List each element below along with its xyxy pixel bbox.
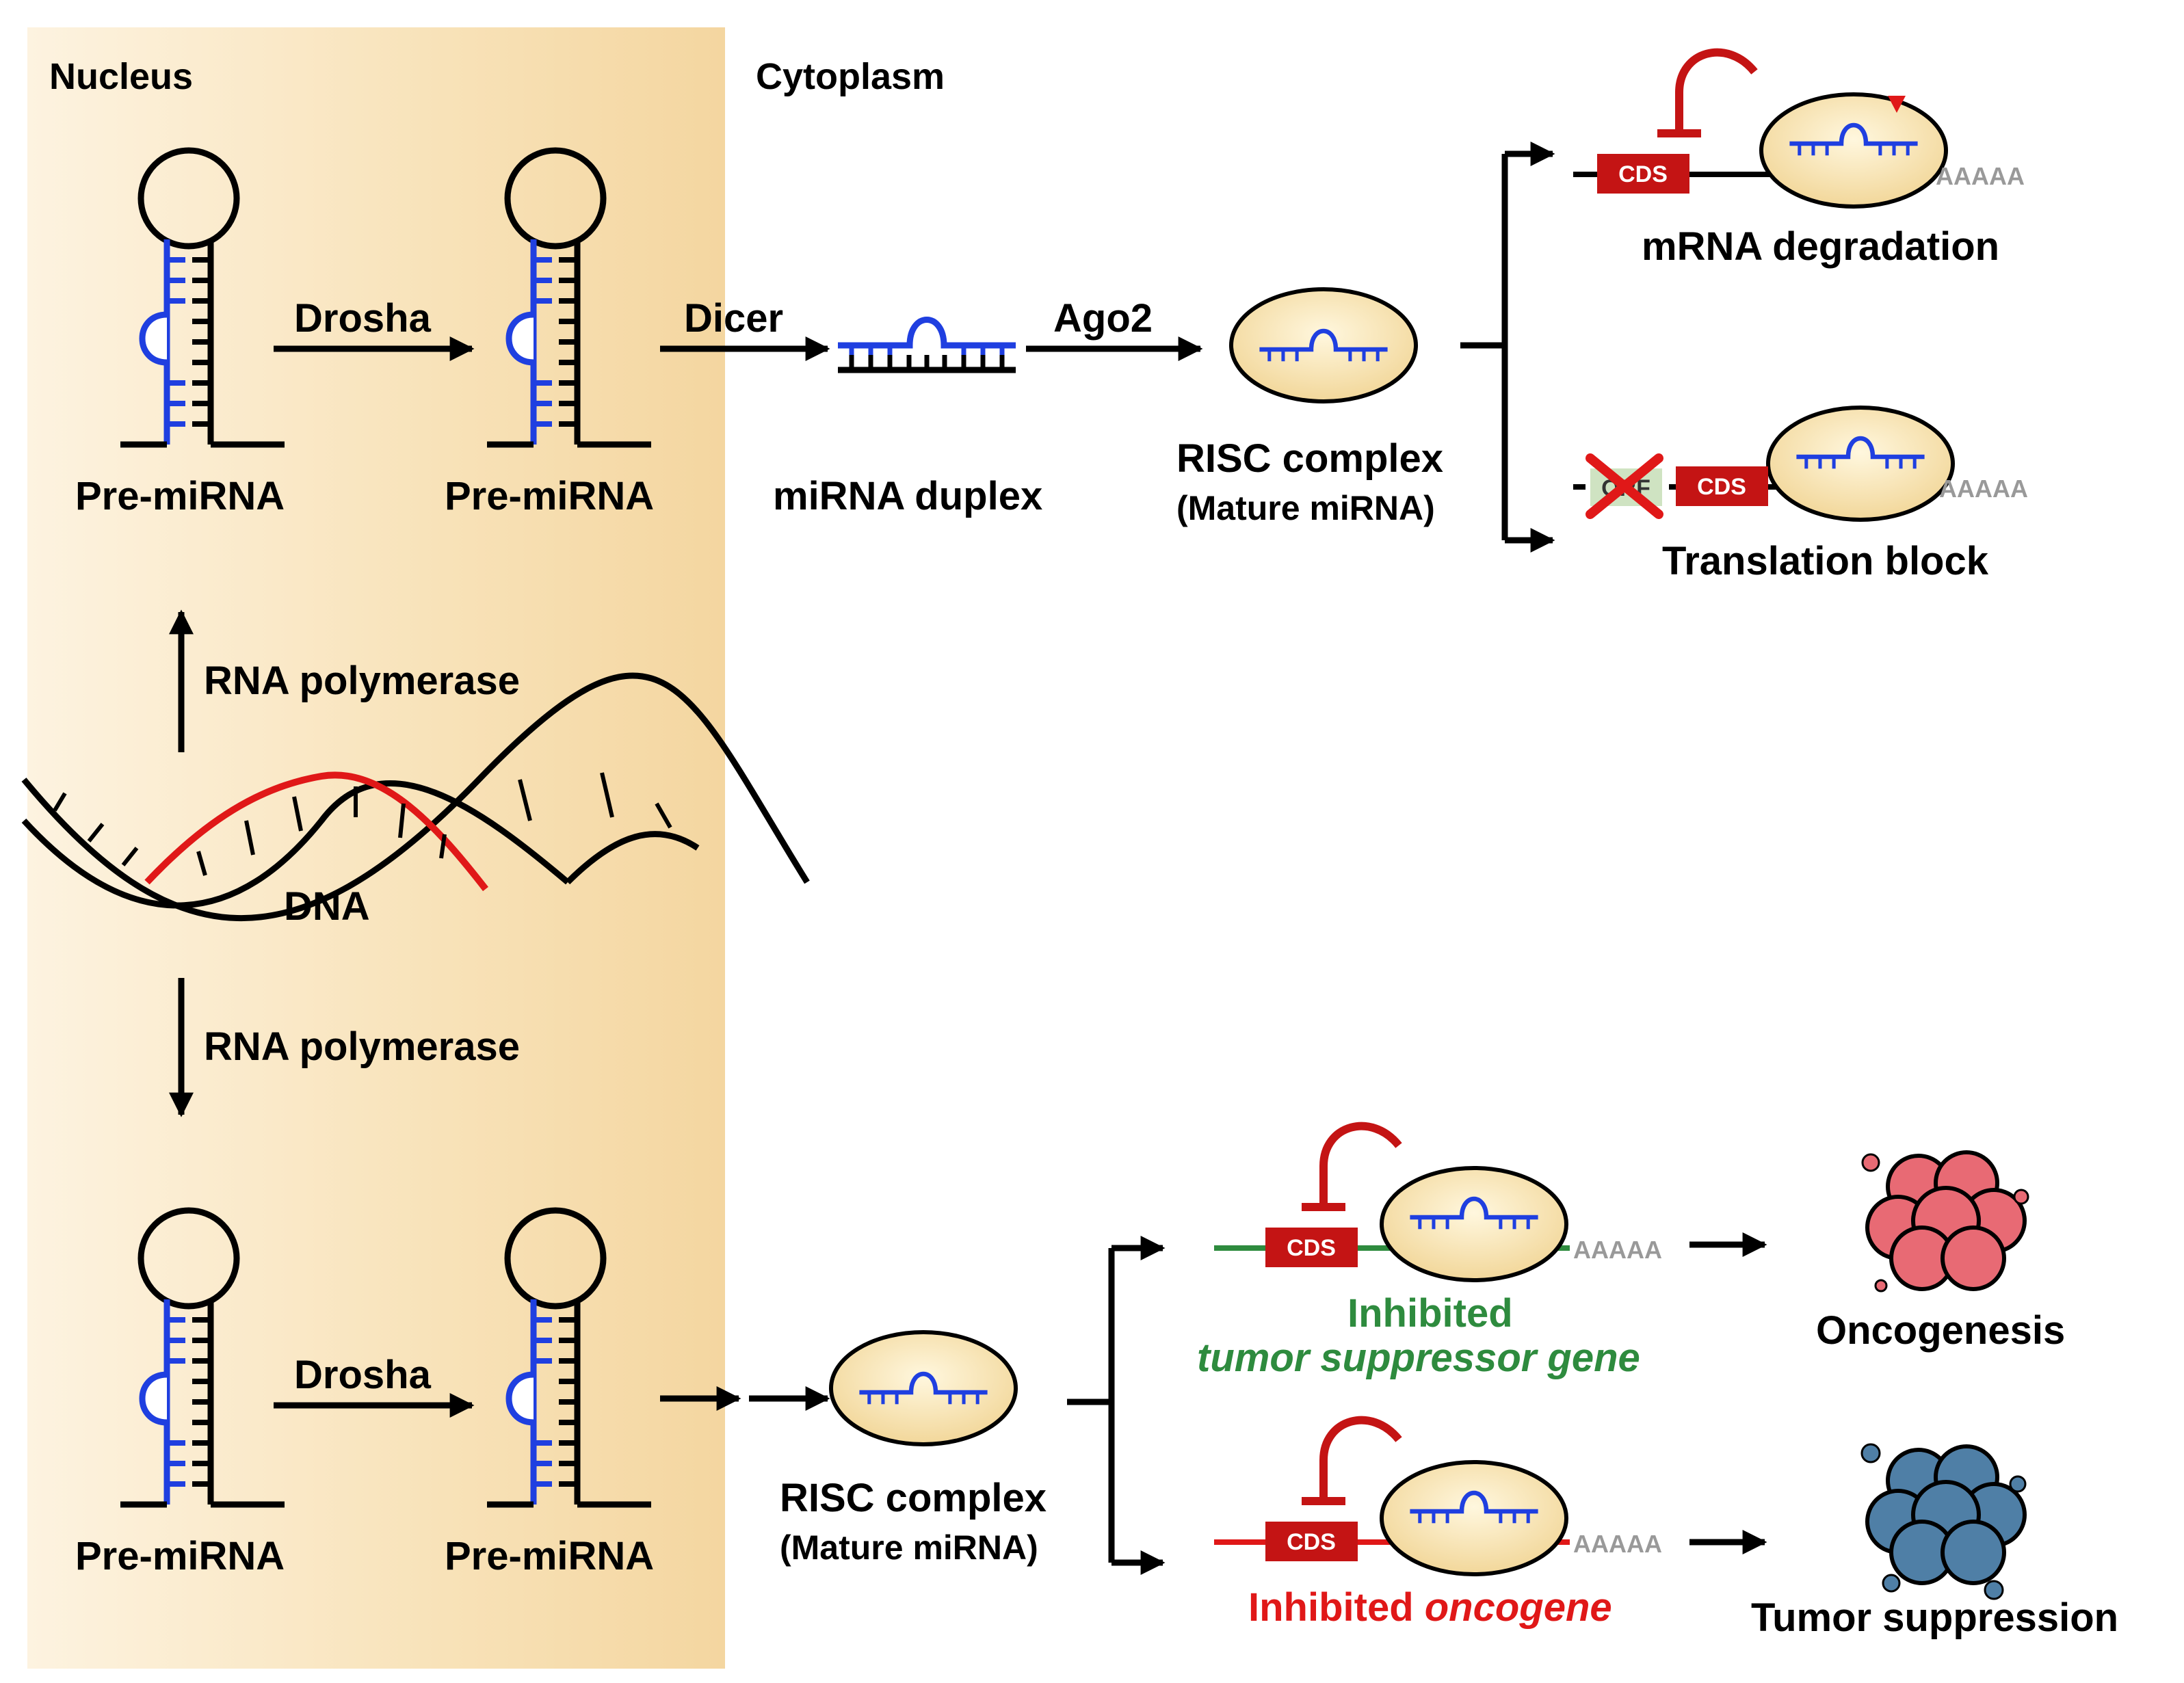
degradation-risc	[1761, 94, 1946, 207]
nucleus-label: Nucleus	[49, 56, 193, 97]
top-pre-mirna-1-label: Pre-miRNA	[75, 474, 285, 518]
tumor-suppression-cells-icon	[1867, 1446, 2025, 1583]
tsg-inhibit-icon	[1302, 1126, 1399, 1207]
bottom-pre-mirna-1-label: Pre-miRNA	[75, 1534, 285, 1578]
block-polya: AAAAA	[1939, 475, 2028, 503]
result-oncogenesis-label: Oncogenesis	[1816, 1308, 2065, 1353]
degradation-cds-label: CDS	[1618, 161, 1668, 187]
top-pre-mirna-2-label: Pre-miRNA	[445, 474, 654, 518]
cleavage-marker	[1888, 96, 1906, 113]
onc-label: Inhibited oncogene	[1248, 1585, 1612, 1630]
block-risc	[1768, 408, 1953, 520]
dna-helix	[21, 672, 810, 922]
dna-label: DNA	[284, 884, 370, 929]
degradation-inhibit-icon	[1657, 53, 1754, 133]
oncogenesis-cells-icon	[1867, 1152, 2025, 1289]
degradation-cds-box	[1597, 154, 1689, 194]
dicer-label: Dicer	[684, 296, 783, 341]
tsg-cds-label: CDS	[1287, 1235, 1336, 1261]
onc-label-italic: oncogene	[1425, 1585, 1612, 1630]
tsg-cds-box	[1265, 1228, 1358, 1267]
mirna-duplex-label: miRNA duplex	[773, 474, 1042, 518]
ago2-label: Ago2	[1053, 296, 1153, 341]
nucleus-region	[27, 27, 725, 1669]
tsg-label-line1: Inhibited	[1347, 1291, 1513, 1336]
top-branch	[1460, 142, 1555, 553]
onc-label-prefix: Inhibited	[1248, 1585, 1425, 1630]
outcome-degradation-label: mRNA degradation	[1642, 224, 1999, 269]
bottom-drosha-label: Drosha	[294, 1353, 432, 1397]
blocked-cross-icon	[1586, 453, 1663, 519]
block-cds-box	[1676, 466, 1768, 506]
rna-pol-up-label: RNA polymerase	[204, 659, 520, 703]
top-risc-complex	[1231, 289, 1416, 401]
result-tumor-suppression-label: Tumor suppression	[1751, 1595, 2118, 1640]
top-drosha-label: Drosha	[294, 296, 432, 341]
onc-polya: AAAAA	[1573, 1530, 1662, 1558]
block-cds-label: CDS	[1697, 474, 1746, 500]
bottom-branch	[1067, 1236, 1166, 1575]
bottom-risc-sub: (Mature miRNA)	[780, 1528, 1038, 1567]
onc-cds-box	[1265, 1522, 1358, 1561]
onc-risc	[1382, 1462, 1566, 1574]
rna-pol-down-label: RNA polymerase	[204, 1024, 520, 1069]
cytoplasm-label: Cytoplasm	[756, 56, 945, 97]
outcome-block-label: Translation block	[1662, 539, 1989, 583]
bottom-risc-title: RISC complex	[780, 1476, 1047, 1520]
oncogenesis-dots	[1861, 1153, 2029, 1293]
onc-inhibit-icon	[1302, 1420, 1399, 1501]
tsg-risc	[1382, 1168, 1566, 1280]
degradation-polya: AAAAA	[1936, 162, 2025, 190]
top-risc-title: RISC complex	[1176, 436, 1443, 481]
onc-cds-label: CDS	[1287, 1529, 1336, 1555]
tumor-suppression-dots	[1860, 1443, 2027, 1600]
top-risc-sub: (Mature miRNA)	[1176, 489, 1435, 527]
bottom-risc-complex	[831, 1332, 1016, 1444]
tsg-label-line2: tumor suppressor gene	[1197, 1336, 1640, 1380]
bottom-pre-mirna-2-label: Pre-miRNA	[445, 1534, 654, 1578]
mirna-duplex	[838, 320, 1016, 373]
tsg-polya: AAAAA	[1573, 1236, 1662, 1264]
